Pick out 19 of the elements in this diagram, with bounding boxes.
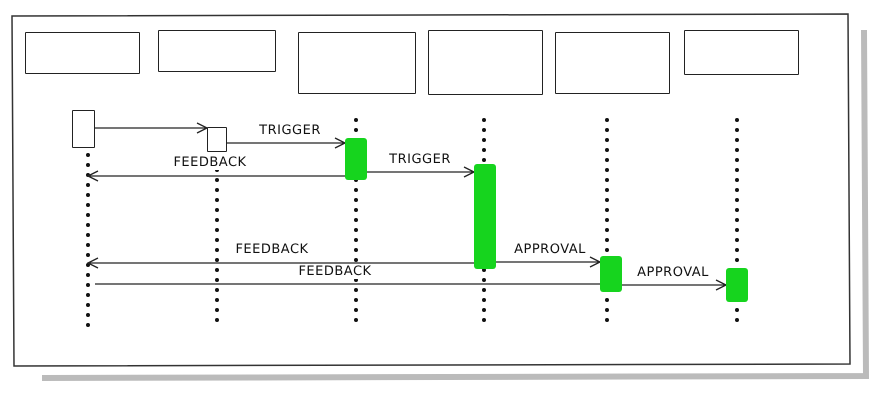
activation-box xyxy=(72,110,95,148)
activation-bar xyxy=(474,164,496,269)
arrow xyxy=(95,122,208,134)
arrow xyxy=(87,170,345,182)
arrow xyxy=(622,279,727,291)
activation-bar xyxy=(345,138,367,180)
arrow xyxy=(496,256,601,268)
participant-box xyxy=(555,32,670,94)
participant-box xyxy=(428,30,543,95)
activation-box xyxy=(207,127,227,152)
activation-bar xyxy=(600,256,622,292)
participant-box xyxy=(298,32,416,94)
participant-box xyxy=(158,30,276,72)
arrow xyxy=(87,257,474,269)
arrow xyxy=(367,166,475,178)
participant-box xyxy=(684,30,799,75)
participant-box xyxy=(25,32,140,74)
arrow xyxy=(227,137,346,149)
activation-bar xyxy=(726,268,748,302)
